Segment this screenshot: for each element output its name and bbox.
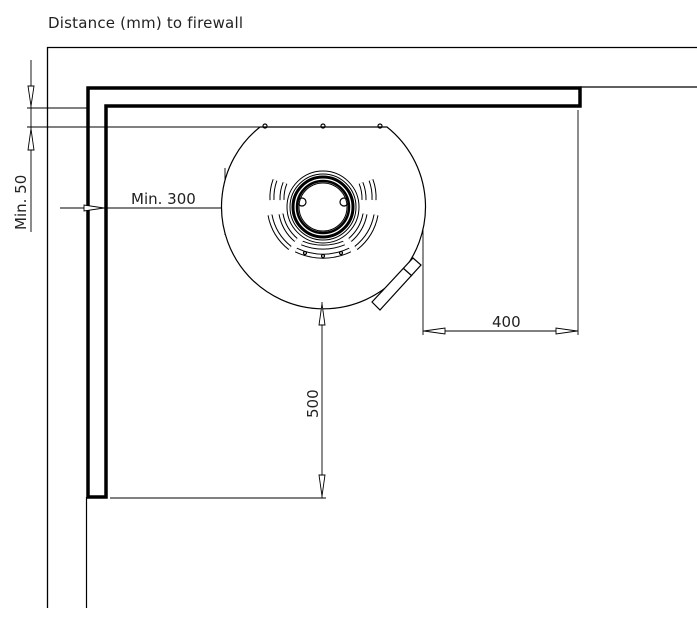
dimension-label-min-50: Min. 50 — [12, 175, 30, 230]
dimension-label-400: 400 — [492, 313, 521, 331]
stove — [220, 123, 427, 311]
dimension-400 — [422, 110, 579, 335]
heat-shield-panel — [86, 86, 582, 499]
diagram-title: Distance (mm) to firewall — [48, 14, 244, 32]
dimension-min-50 — [27, 60, 270, 232]
dimension-500 — [110, 302, 326, 499]
dimension-label-min-300: Min. 300 — [131, 190, 196, 208]
firewall-outline — [46, 46, 697, 608]
dimension-label-500: 500 — [304, 389, 322, 418]
